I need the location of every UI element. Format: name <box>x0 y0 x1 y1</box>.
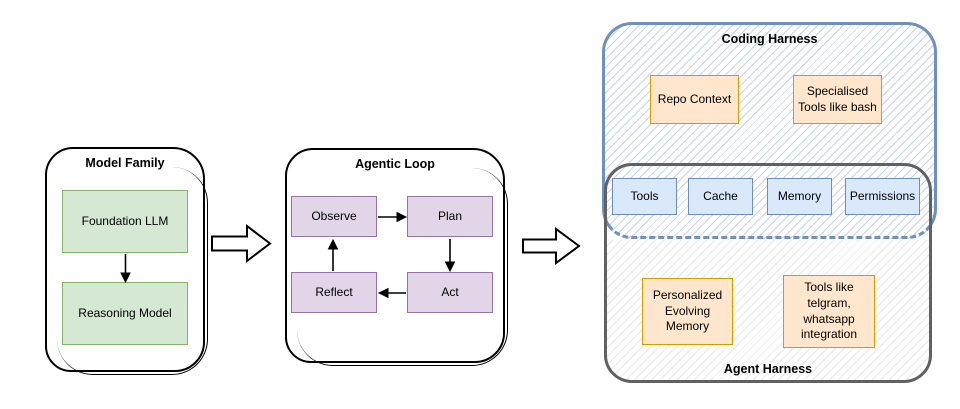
memory-node: Memory <box>767 178 832 215</box>
tools-node: Tools <box>612 178 677 215</box>
permissions-node: Permissions <box>845 178 920 215</box>
integration-tools-node: Tools like telgram, whatsapp integration <box>783 275 875 348</box>
reflect-node: Reflect <box>291 272 377 313</box>
specialised-tools-node: Specialised Tools like bash <box>793 75 882 124</box>
coding-harness-title: Coding Harness <box>721 32 818 46</box>
cache-node: Cache <box>688 178 753 215</box>
model-family-group: Model Family Foundation LLM Reasoning Mo… <box>45 147 208 375</box>
observe-node: Observe <box>291 196 377 237</box>
model-family-title: Model Family <box>85 156 165 170</box>
agent-harness-hatch <box>604 240 932 382</box>
flow-arrow-model-to-loop-icon <box>211 223 272 264</box>
repo-context-node: Repo Context <box>650 75 739 124</box>
agentic-loop-group: Agentic Loop Observe Plan Reflect Act <box>285 148 508 366</box>
agent-harness-group: Agent Harness <box>604 163 932 383</box>
personalized-memory-node: Personalized Evolving Memory <box>642 278 733 345</box>
reasoning-model-node: Reasoning Model <box>62 282 188 345</box>
agentic-loop-title: Agentic Loop <box>355 157 435 171</box>
flow-arrow-loop-to-harness-icon <box>522 227 581 265</box>
plan-node: Plan <box>407 196 493 237</box>
foundation-llm-node: Foundation LLM <box>62 190 188 253</box>
act-node: Act <box>407 272 493 313</box>
agent-harness-title: Agent Harness <box>723 362 813 376</box>
